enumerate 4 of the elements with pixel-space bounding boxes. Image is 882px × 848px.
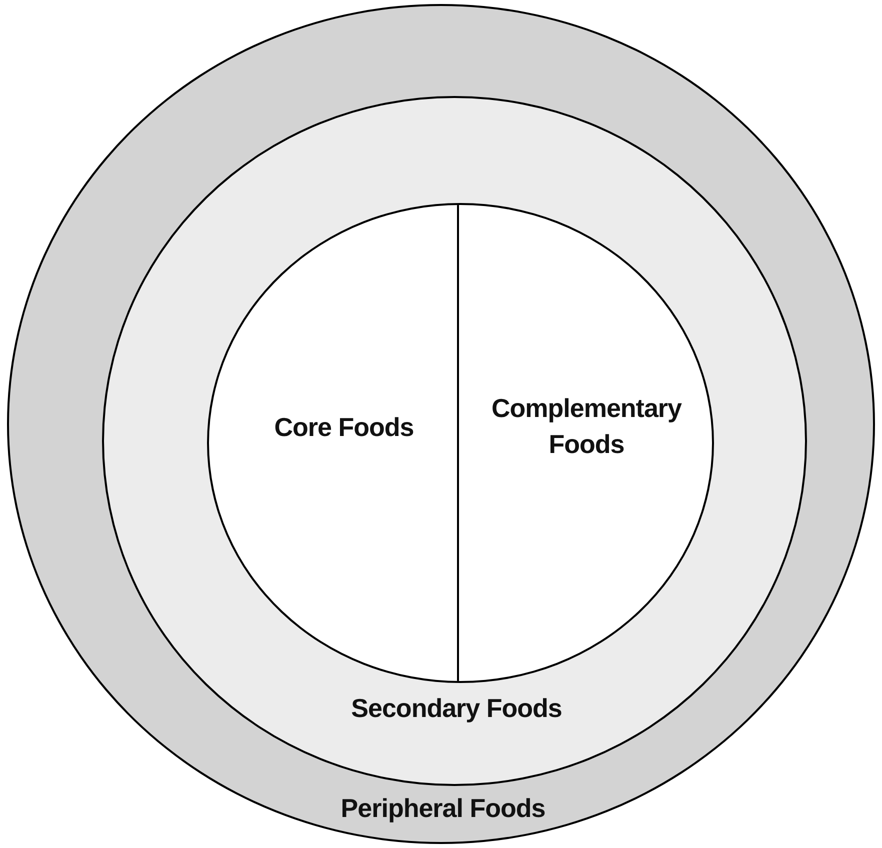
ring-label: Secondary Foods [350,692,563,725]
ring-label: Peripheral Foods [340,792,546,825]
ring-label: Complementary Foods [490,392,683,461]
ring-label: Core Foods [273,411,415,444]
